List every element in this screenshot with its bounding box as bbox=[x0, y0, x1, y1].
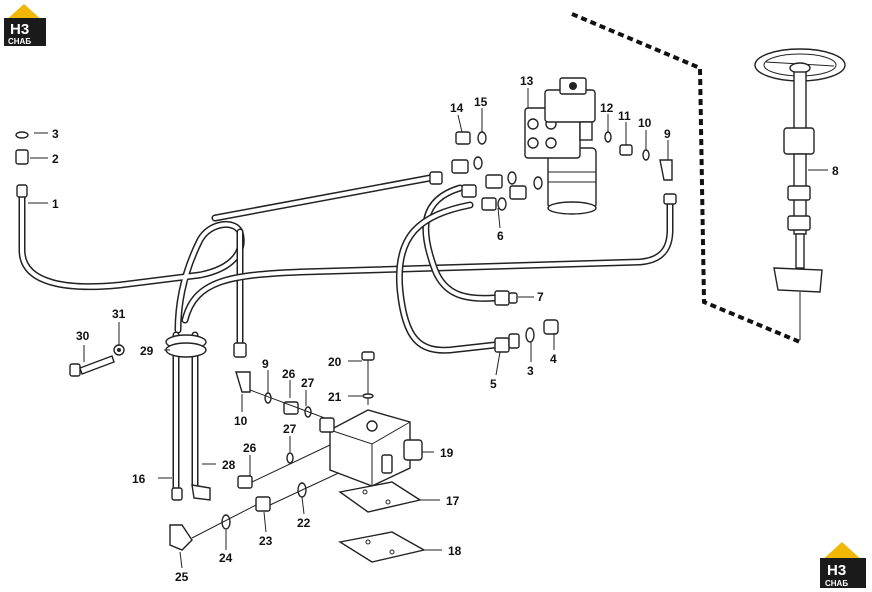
callout-14: 14 bbox=[450, 101, 464, 115]
callout-10: 10 bbox=[234, 414, 248, 428]
callout-25: 25 bbox=[175, 570, 189, 584]
callout-17: 17 bbox=[446, 494, 460, 508]
callout-13: 13 bbox=[520, 74, 534, 88]
logo-top-text: H3 bbox=[827, 562, 846, 579]
callout-30: 30 bbox=[76, 329, 90, 343]
callout-28: 28 bbox=[222, 458, 236, 472]
callout-3: 3 bbox=[52, 127, 59, 141]
logo-bottom-text: CHAБ bbox=[825, 579, 848, 588]
callout-2: 2 bbox=[52, 152, 59, 166]
steering-unit-fittings bbox=[429, 131, 677, 211]
logo-bottom-text: CHAБ bbox=[8, 37, 31, 46]
hose-end-fittings bbox=[494, 290, 559, 353]
callout-9: 9 bbox=[262, 357, 269, 371]
callout-16: 16 bbox=[132, 472, 146, 486]
callout-11: 11 bbox=[618, 109, 631, 123]
valve-block bbox=[319, 351, 423, 487]
callout-24: 24 bbox=[219, 551, 233, 565]
dashed-assembly-outline bbox=[571, 12, 801, 344]
callout-6: 6 bbox=[497, 229, 504, 243]
brand-logo-top-left: H3 CHAБ bbox=[4, 4, 46, 46]
hose-clamp bbox=[165, 334, 207, 358]
bolt-and-washer bbox=[69, 344, 125, 377]
callout-31: 31 bbox=[112, 307, 126, 321]
callout-19: 19 bbox=[440, 446, 454, 460]
callout-7: 7 bbox=[537, 290, 544, 304]
steering-unit bbox=[524, 77, 597, 215]
callout-4: 4 bbox=[550, 352, 557, 366]
callout-27: 27 bbox=[301, 376, 315, 390]
callout-22: 22 bbox=[297, 516, 311, 530]
callout-20: 20 bbox=[328, 355, 342, 369]
callout-15: 15 bbox=[474, 95, 488, 109]
callout-26: 26 bbox=[243, 441, 257, 455]
callout-12: 12 bbox=[600, 101, 614, 115]
left-fittings bbox=[15, 131, 29, 198]
leader-lines bbox=[28, 88, 828, 569]
callout-3: 3 bbox=[527, 364, 534, 378]
hoses bbox=[18, 174, 674, 494]
callout-1: 1 bbox=[52, 197, 59, 211]
callout-27: 27 bbox=[283, 422, 297, 436]
callout-26: 26 bbox=[282, 367, 296, 381]
callout-21: 21 bbox=[328, 390, 342, 404]
callout-29: 29 bbox=[140, 344, 154, 358]
callout-9: 9 bbox=[664, 127, 671, 141]
mounting-plates bbox=[338, 481, 426, 563]
callout-10: 10 bbox=[638, 116, 652, 130]
steering-column bbox=[754, 48, 846, 340]
brand-logo-bottom-right: H3 CHAБ bbox=[820, 542, 866, 588]
callout-5: 5 bbox=[490, 377, 497, 391]
callout-8: 8 bbox=[832, 164, 839, 178]
callout-labels: 3 2 1 4 3 5 6 7 8 9 9 10 10 11 12 13 14 … bbox=[52, 74, 839, 584]
callout-23: 23 bbox=[259, 534, 273, 548]
callout-18: 18 bbox=[448, 544, 462, 558]
logo-top-text: H3 bbox=[10, 21, 29, 38]
